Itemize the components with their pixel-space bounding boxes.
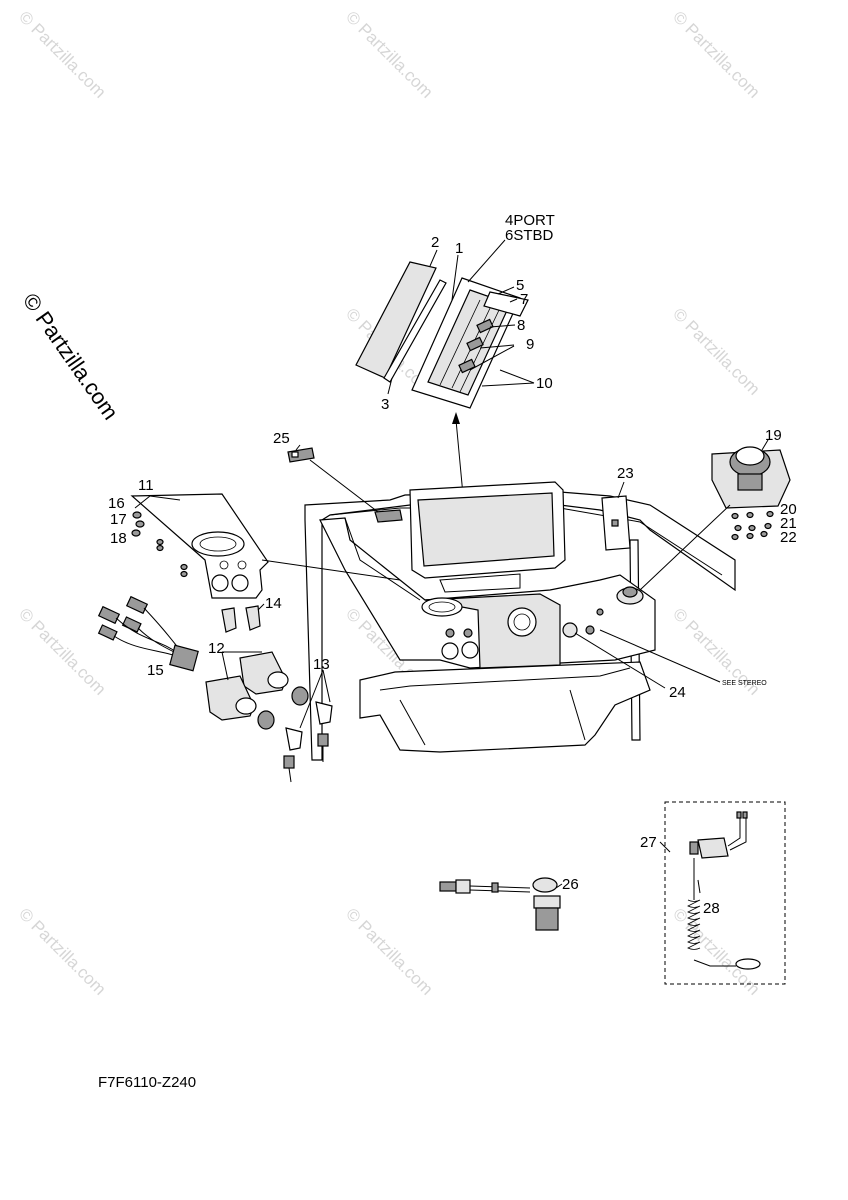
cup-holder [421,597,463,617]
left-side-parts [130,493,401,633]
tilt-switch-harness [439,877,563,931]
harness-connector [169,644,199,672]
callout-28: 28 [703,900,720,917]
switch [562,622,578,638]
watermark: © Partzilla.com [15,7,109,101]
callout-8: 8 [517,317,525,334]
callout-2: 2 [431,234,439,251]
knob [461,641,479,659]
ignition-parts [205,651,333,783]
side-watermark: © Partzilla.com [18,289,124,425]
callout-13: 13 [313,656,330,673]
callout-18: 18 [110,530,127,547]
callout-7: 7 [520,291,528,308]
joystick-assembly [639,439,791,591]
watermark: © Partzilla.com [669,904,763,998]
connector [439,881,457,892]
callout-3: 3 [381,396,389,413]
callout-21: 21 [780,515,797,532]
callout-24: 24 [669,684,686,701]
watermark: © Partzilla.com [669,304,763,398]
watermark: © Partzilla.com [15,904,109,998]
callout-15: 15 [147,662,164,679]
stop-switch [697,837,729,859]
callout-26: 26 [562,876,579,893]
callout-23: 23 [617,465,634,482]
bracket [483,291,529,317]
callout-5: 5 [516,277,524,294]
threaded-body [535,907,559,931]
watermark: © Partzilla.com [669,7,763,101]
kit-box [664,801,786,985]
plug [245,605,261,631]
callout-14: 14 [265,595,282,612]
callout-9: 9 [526,336,534,353]
note-see-stereo: SEE STEREO [722,680,767,687]
callout-22: 22 [780,529,797,546]
diagram-code: F7F6110-Z240 [98,1074,196,1091]
callout-25: 25 [273,430,290,447]
display-glass [417,492,555,567]
callout-17: 17 [110,511,127,528]
note-6stbd: 6STBD [505,227,554,244]
gasket-strip [383,279,447,383]
remote-fob [287,444,379,513]
callout-27: 27 [640,834,657,851]
watermark: © Partzilla.com [342,904,436,998]
knob [441,642,459,660]
callout-16: 16 [108,495,125,512]
watermark: © Partzilla.com [15,604,109,698]
coiled-lanyard [687,899,701,950]
callout-1: 1 [455,240,463,257]
callout-11: 11 [138,477,154,494]
callout-10: 10 [536,375,553,392]
wiring-harness [97,595,199,672]
watermark: © Partzilla.com [342,7,436,101]
note-4port: 4PORT [505,212,555,229]
plug [221,607,237,633]
callout-19: 19 [765,427,782,444]
display-assembly [355,239,535,496]
callout-12: 12 [208,640,225,657]
lanyard-kit [659,801,786,985]
callout-labels: 2 1 4PORT 6STBD 5 7 8 9 10 3 25 19 23 11… [98,212,797,1091]
callout-20: 20 [780,501,797,518]
